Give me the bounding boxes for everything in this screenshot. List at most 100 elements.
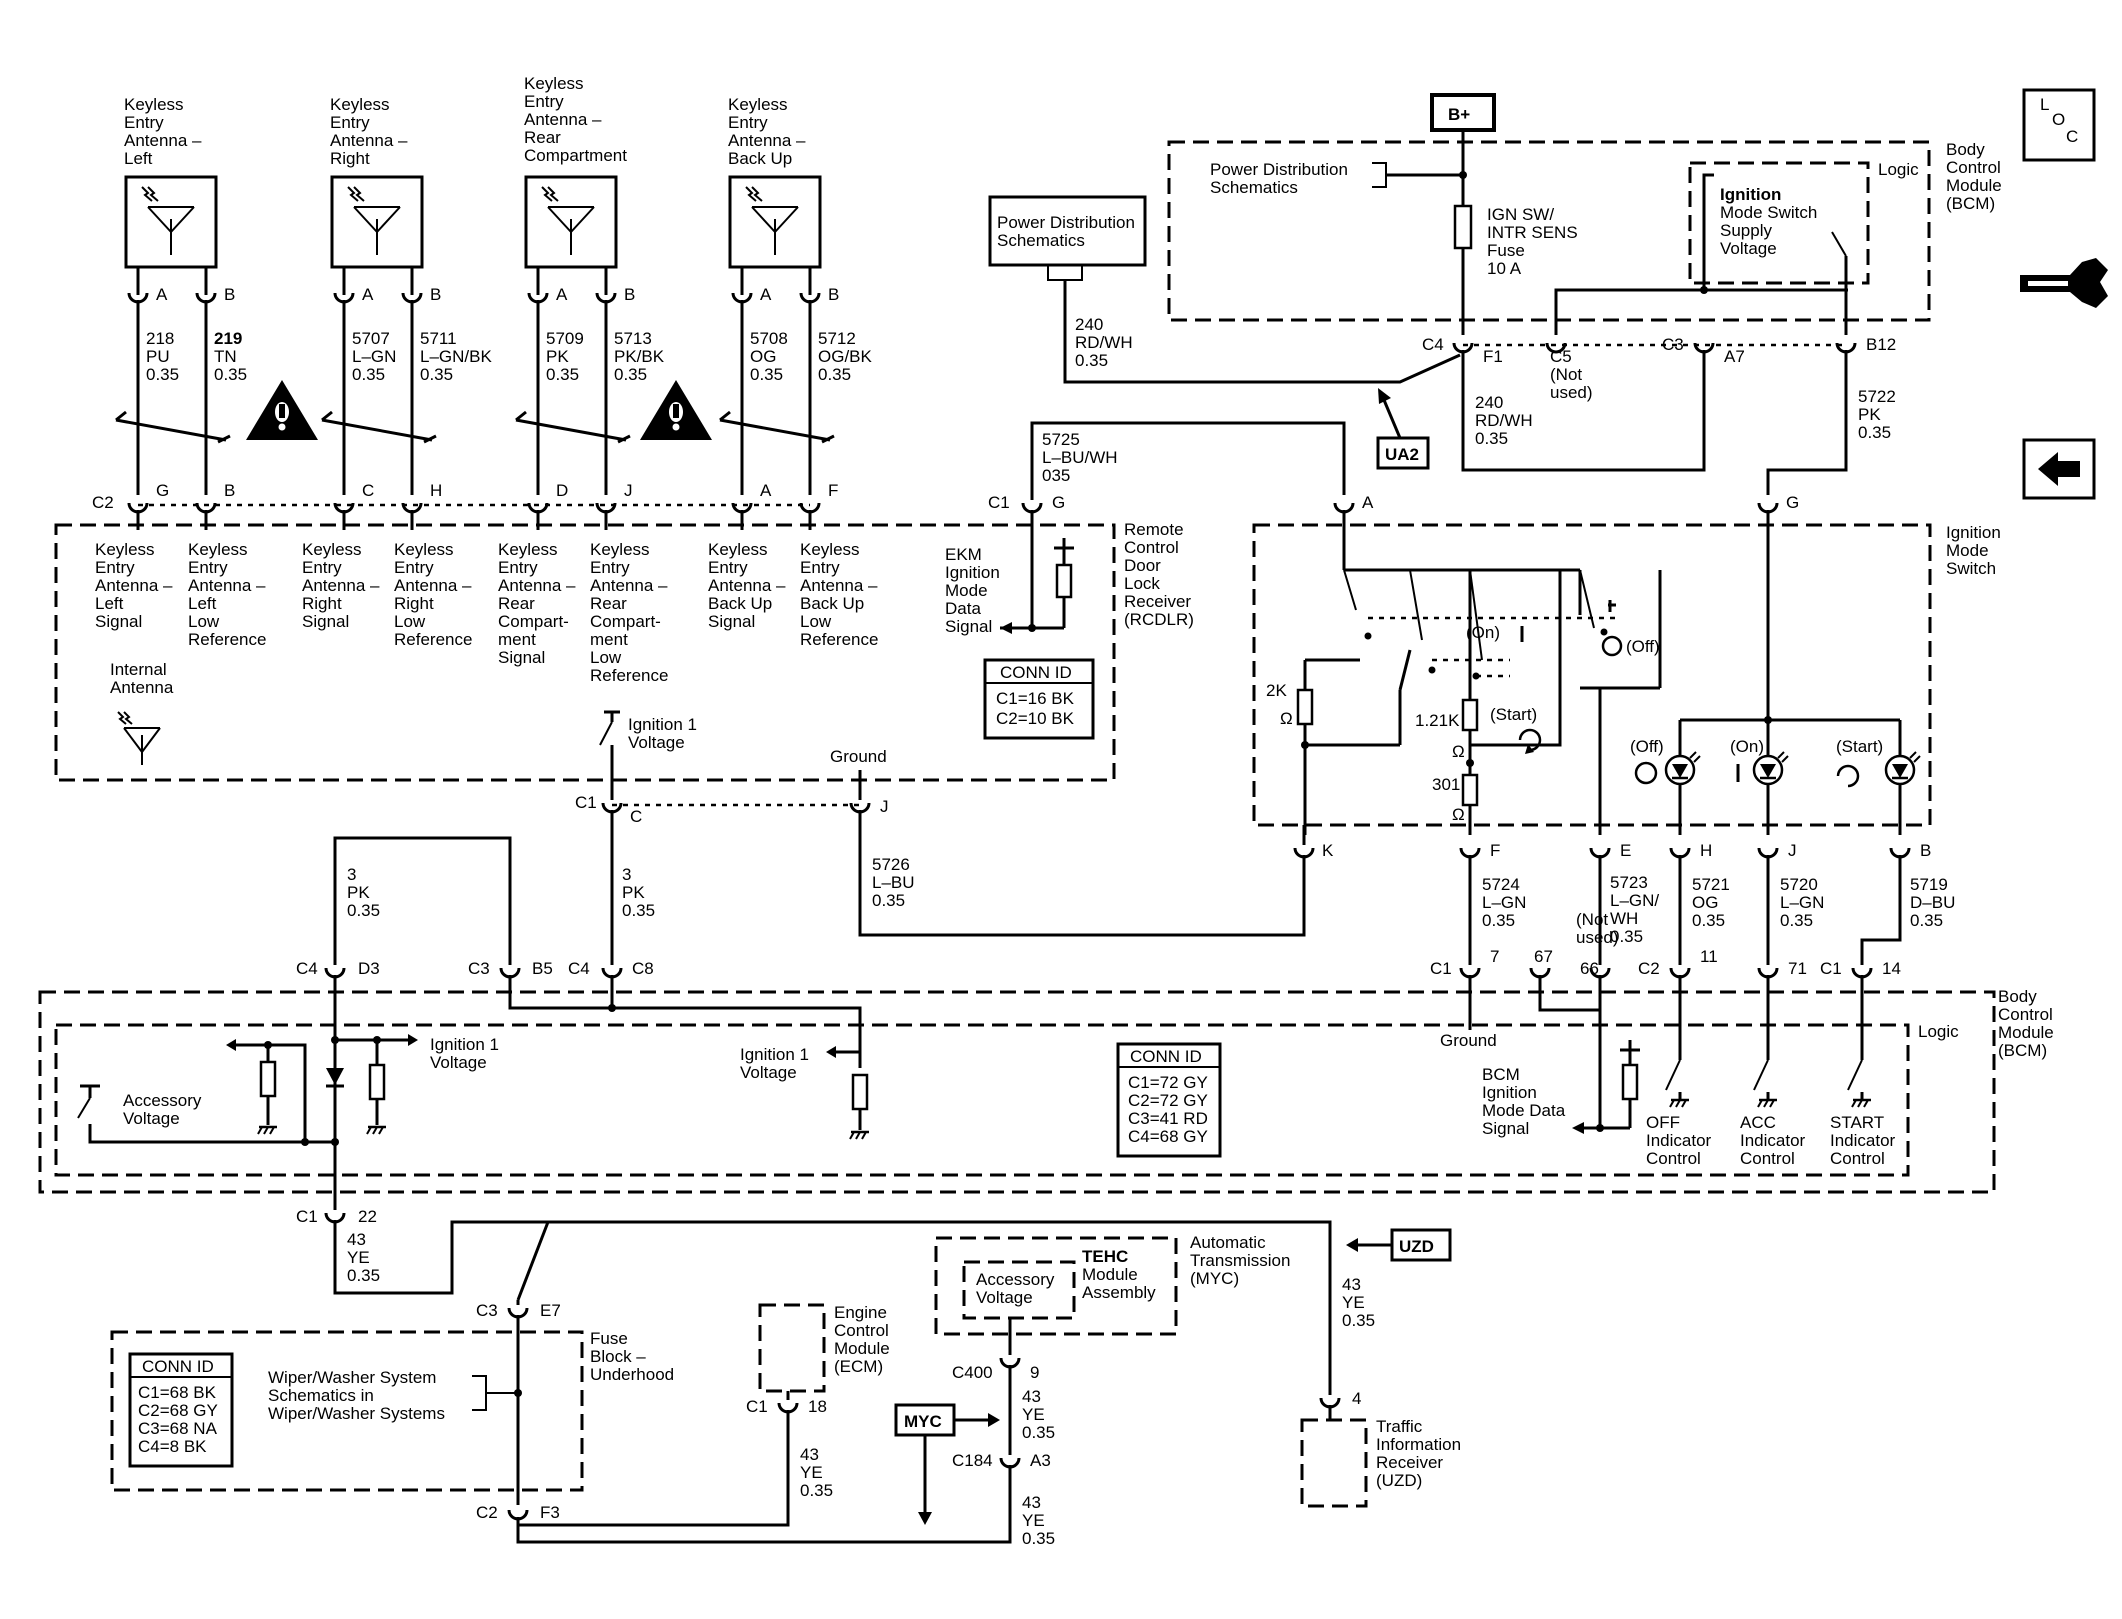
conn-id-entry: C2=72 GY	[1128, 1091, 1208, 1110]
connector-label: C4	[568, 959, 590, 978]
antenna-rear-title-3: Antenna –	[524, 110, 602, 129]
wire-label: 0.35	[872, 891, 905, 910]
antenna-right: Keyless Entry Antenna – Right	[330, 95, 424, 269]
loc-letter: O	[2052, 110, 2065, 129]
back-arrow-icon[interactable]	[2022, 438, 2096, 500]
bcm-label: Body	[1946, 140, 1985, 159]
wire-label: 5726	[872, 855, 910, 874]
rcdlr-name: Receiver	[1124, 592, 1191, 611]
antenna-wires: A B A B A B A B	[115, 267, 839, 495]
bcm-label: Control	[1998, 1005, 2053, 1024]
wire-label: YE	[800, 1463, 823, 1482]
wire-label: 0.35	[1022, 1423, 1055, 1442]
conn-id-entry: C1=72 GY	[1128, 1073, 1208, 1092]
ims-supply-label: Ignition	[1720, 185, 1781, 204]
bcm-data-label: Signal	[1482, 1119, 1529, 1138]
wire-label: 0.35	[352, 365, 385, 384]
fuse-icon	[1453, 204, 1473, 250]
wire-label: 43	[800, 1445, 819, 1464]
bplus-label: B+	[1448, 105, 1470, 124]
tehc-module: Accessory Voltage TEHC Module Assembly A…	[934, 1233, 1290, 1336]
pin-label: 14	[1882, 959, 1901, 978]
wire-label: 5722	[1858, 387, 1896, 406]
acc-control-label: Control	[1740, 1149, 1795, 1168]
ohm-label: Ω	[1452, 742, 1465, 761]
antenna-right-title-1: Keyless	[330, 95, 390, 114]
diode-icon	[326, 1068, 344, 1085]
accessory-label: Accessory	[123, 1091, 202, 1110]
pin-label: J	[1788, 841, 1797, 860]
antenna-rear-title-2: Entry	[524, 92, 564, 111]
pin-label: G	[1052, 493, 1065, 512]
pin-label: 22	[358, 1207, 377, 1226]
wire-label: TN	[214, 347, 237, 366]
bcm-label: (BCM)	[1998, 1041, 2047, 1060]
conn-id-entry: C1=68 BK	[138, 1383, 217, 1402]
wire-label: L–BU	[872, 873, 915, 892]
pin-label: A	[760, 481, 772, 500]
wire-label: 43	[1022, 1387, 1041, 1406]
signal-label: Entry	[302, 558, 342, 577]
wire-label: 0.35	[818, 365, 851, 384]
pin-label: F	[1490, 841, 1500, 860]
wire-label: 0.35	[347, 901, 380, 920]
wire-label: 0.35	[420, 365, 453, 384]
auto-trans-label: Transmission	[1190, 1251, 1290, 1270]
connector-label: C2	[476, 1503, 498, 1522]
signal-label: Rear	[498, 594, 535, 613]
connector-c1-label: C1	[988, 493, 1010, 512]
pin-label: C5	[1550, 347, 1572, 366]
internal-antenna-icon	[117, 711, 161, 765]
wire-label: PK	[347, 883, 370, 902]
acc-control-label: Indicator	[1740, 1131, 1806, 1150]
power-distribution-ref: Schematics	[1210, 178, 1298, 197]
connector-label: C3	[1662, 335, 1684, 354]
ignition1-label: Ignition 1	[430, 1035, 499, 1054]
harness-connector-icon[interactable]	[2020, 258, 2108, 308]
bcm-label: (BCM)	[1946, 194, 1995, 213]
wire-label: L–GN	[352, 347, 396, 366]
loc-icon[interactable]: L O C	[2022, 88, 2096, 162]
conn-id-entry: C4=68 GY	[1128, 1127, 1208, 1146]
wire-label: 43	[1022, 1493, 1041, 1512]
wire-label: 43	[1342, 1275, 1361, 1294]
wire-label: WH	[1610, 909, 1638, 928]
ecm-label: Control	[834, 1321, 889, 1340]
pin-label: 18	[808, 1397, 827, 1416]
wire-label: PK	[1858, 405, 1881, 424]
bplus-box: B+	[1430, 93, 1496, 132]
wire-label: 43	[347, 1230, 366, 1249]
antenna-left-icon	[124, 175, 218, 269]
wire-label: 0.35	[1610, 927, 1643, 946]
conn-id-entry: C3=41 RD	[1128, 1109, 1208, 1128]
wiper-ref-label: Wiper/Washer Systems	[268, 1404, 445, 1423]
tehc-label: TEHC	[1082, 1247, 1128, 1266]
signal-label: Keyless	[590, 540, 650, 559]
signal-label: Signal	[498, 648, 545, 667]
signal-label: Back Up	[708, 594, 772, 613]
ecm-label: Engine	[834, 1303, 887, 1322]
signal-label: Low	[800, 612, 832, 631]
wire-label: 0.35	[1342, 1311, 1375, 1330]
uzd-reference: UZD	[1346, 1228, 1452, 1262]
antenna-rear-icon	[524, 175, 618, 269]
power-distribution-box: Power Distribution Schematics	[988, 195, 1147, 267]
signal-label: Rear	[590, 594, 627, 613]
wire-label: 3	[622, 865, 631, 884]
antenna-right-title-3: Antenna –	[330, 131, 408, 150]
tir-label: Traffic	[1376, 1417, 1423, 1436]
connector-c2-label: C2	[92, 493, 114, 512]
connector-label: C4	[296, 959, 318, 978]
ground-label: Ground	[1440, 1031, 1497, 1050]
pin-label: B	[828, 285, 839, 304]
pin-label: C	[630, 807, 642, 826]
wire-label: 5711	[420, 329, 457, 348]
pin-label: B	[224, 285, 235, 304]
wire-label: 5721	[1692, 875, 1730, 894]
internal-antenna-label: Antenna	[110, 678, 174, 697]
signal-label: Keyless	[302, 540, 362, 559]
ignition1-label: Voltage	[628, 733, 685, 752]
myc-reference: MYC	[894, 1403, 1000, 1525]
wire-label: 0.35	[1858, 423, 1891, 442]
wire-label: YE	[347, 1248, 370, 1267]
